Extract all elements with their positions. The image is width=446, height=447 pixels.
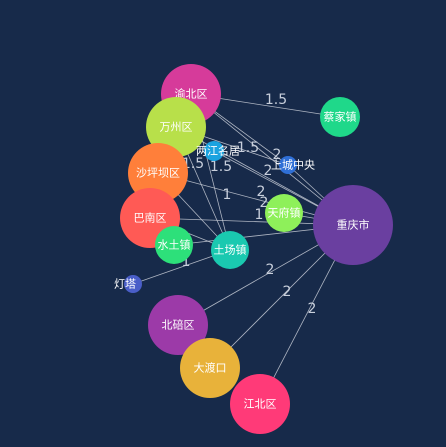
node-circle-jiangbei[interactable] <box>230 374 290 434</box>
node-circle-liangjiang[interactable] <box>204 141 224 161</box>
node-circle-chongqing[interactable] <box>313 185 393 265</box>
node-label-tianfu: 天府镇 <box>268 206 301 220</box>
node-label-caijia: 蔡家镇 <box>324 110 357 124</box>
node-circle-tuchang[interactable] <box>211 231 249 269</box>
node-label-yubei: 渝北区 <box>175 87 208 101</box>
node-dengta[interactable]: 灯塔 <box>114 275 142 293</box>
node-liangjiang[interactable]: 两江名居 <box>196 141 240 161</box>
node-shangcheng[interactable]: 上城中央 <box>271 156 315 174</box>
node-label-shangcheng: 上城中央 <box>271 159 315 172</box>
node-beibei[interactable]: 北碚区 <box>148 295 208 355</box>
edge-label-yubei-caijia: 1.5 <box>265 92 287 108</box>
edge-label-dadukou-chongqing: 2 <box>283 284 292 300</box>
node-label-jiangbei: 江北区 <box>244 398 277 411</box>
node-shapingba[interactable]: 沙坪坝区 <box>128 143 188 203</box>
node-label-chongqing: 重庆市 <box>337 218 370 232</box>
node-label-wanzhou: 万州区 <box>160 121 193 134</box>
edge-label-banan-chongqing: 2 <box>257 184 266 200</box>
node-circle-wanzhou[interactable] <box>146 97 206 157</box>
edge-label-tianfu-chongqing: 1 <box>255 207 264 223</box>
node-circle-shuitu[interactable] <box>155 226 193 264</box>
node-circle-beibei[interactable] <box>148 295 208 355</box>
node-circle-caijia[interactable] <box>320 97 360 137</box>
node-circle-dengta[interactable] <box>124 275 142 293</box>
node-label-shapingba: 沙坪坝区 <box>136 166 180 180</box>
node-jiangbei[interactable]: 江北区 <box>230 374 290 434</box>
node-tianfu[interactable]: 天府镇 <box>265 194 303 232</box>
node-circle-shapingba[interactable] <box>128 143 188 203</box>
node-shuitu[interactable]: 水土镇 <box>155 226 193 264</box>
node-tuchang[interactable]: 土场镇 <box>211 231 249 269</box>
node-label-beibei: 北碚区 <box>162 318 195 332</box>
edge-label-jiangbei-chongqing: 2 <box>308 301 317 317</box>
node-label-banan: 巴南区 <box>134 212 167 225</box>
node-label-tuchang: 土场镇 <box>214 243 247 257</box>
node-chongqing[interactable]: 重庆市 <box>313 185 393 265</box>
edge-label-shuitu-chongqing: 2 <box>260 195 269 211</box>
edge-label-liangjiang-chongqing: 2 <box>273 147 282 163</box>
node-circle-tianfu[interactable] <box>265 194 303 232</box>
node-label-liangjiang: 两江名居 <box>196 144 240 158</box>
node-wanzhou[interactable]: 万州区 <box>146 97 206 157</box>
node-circle-dadukou[interactable] <box>180 338 240 398</box>
node-caijia[interactable]: 蔡家镇 <box>320 97 360 137</box>
edge-label-wanzhou-tuchang: 1.5 <box>210 159 232 175</box>
node-label-dadukou: 大渡口 <box>194 361 227 375</box>
node-dadukou[interactable]: 大渡口 <box>180 338 240 398</box>
edge-label-shapingba-chongqing: 2 <box>264 163 273 179</box>
edge-label-shapingba-tuchang: 1 <box>223 187 232 203</box>
edge-label-dengta-tuchang: 1 <box>182 254 191 270</box>
edge-label-beibei-chongqing: 2 <box>266 262 275 278</box>
node-circle-shangcheng[interactable] <box>279 156 297 174</box>
node-label-shuitu: 水土镇 <box>158 238 191 252</box>
edge-label-wanzhou-shangcheng: 1.5 <box>237 140 259 156</box>
node-label-dengta: 灯塔 <box>114 278 136 291</box>
